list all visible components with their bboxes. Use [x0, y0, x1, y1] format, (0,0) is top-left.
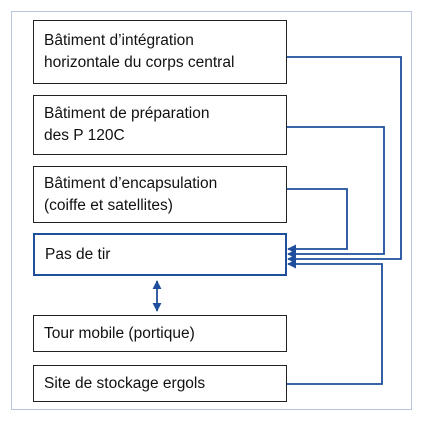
box-label: Bâtiment d’encapsulation (coiffe et sate… — [44, 174, 218, 214]
box-launch-pad: Pas de tir — [33, 233, 287, 276]
box-preparation-building: Bâtiment de préparation des P 120C — [33, 95, 287, 155]
box-label: Bâtiment de préparation des P 120C — [44, 105, 210, 144]
box-integration-building: Bâtiment d’intégration horizontale du co… — [33, 20, 287, 84]
diagram-frame — [11, 11, 412, 410]
box-propellant-storage: Site de stockage ergols — [33, 365, 287, 402]
box-label: Site de stockage ergols — [44, 374, 206, 392]
connector-integration-to-launchpad — [287, 56, 402, 264]
connector-preparation-to-launchpad — [287, 126, 385, 259]
connector-storage-to-launchpad — [287, 259, 383, 385]
box-label: Bâtiment d’intégration horizontale du co… — [44, 32, 235, 71]
connector-encapsulation-to-launchpad — [287, 188, 348, 254]
box-label: Pas de tir — [45, 245, 111, 263]
box-encapsulation-building: Bâtiment d’encapsulation (coiffe et sate… — [33, 166, 287, 223]
box-mobile-tower: Tour mobile (portique) — [33, 315, 287, 352]
box-label: Tour mobile (portique) — [44, 324, 195, 342]
